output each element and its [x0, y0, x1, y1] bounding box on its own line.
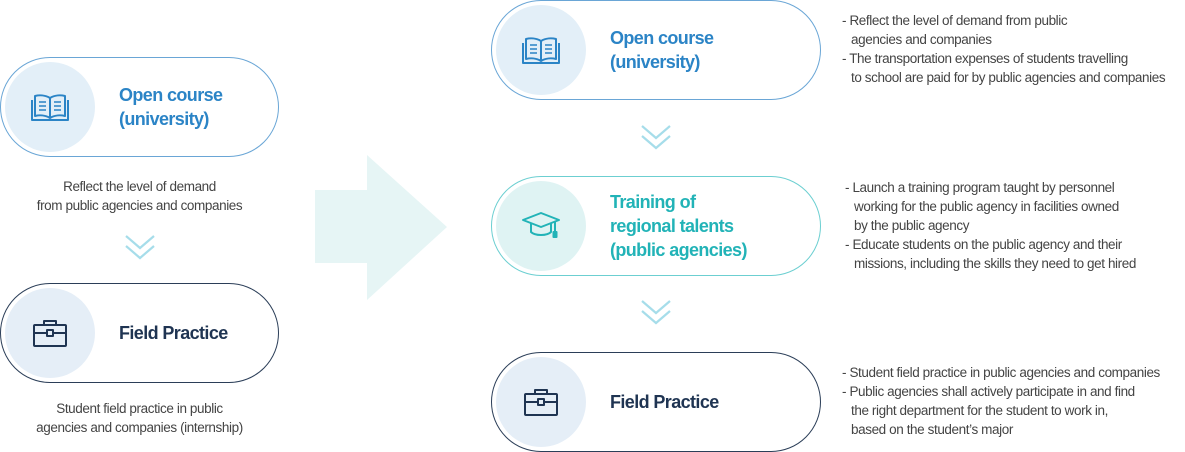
open-book-icon — [31, 94, 69, 121]
right-training-node: Training of regional talents (public age… — [491, 176, 821, 276]
left-open-course-icon-circle — [5, 62, 95, 152]
right-training-points: Launch a training program taught by pers… — [845, 178, 1136, 273]
right-field-practice-point: Student field practice in public agencie… — [842, 363, 1160, 382]
right-open-course-node: Open course (university) — [491, 0, 821, 100]
right-open-course-point: The transportation expenses of students … — [842, 49, 1165, 87]
left-down-chevron-icon — [125, 235, 155, 260]
right-training-point: Educate students on the public agency an… — [845, 235, 1136, 273]
left-field-practice-node: Field Practice — [0, 283, 279, 383]
graduation-cap-icon — [522, 212, 560, 238]
right-training-title: Training of regional talents (public age… — [610, 192, 747, 260]
right-open-course-points: Reflect the level of demand from public … — [842, 11, 1165, 87]
big-right-arrow-icon — [315, 155, 447, 300]
briefcase-icon — [524, 389, 558, 416]
briefcase-icon — [33, 320, 67, 347]
right-down-chevron-icon-1 — [641, 125, 671, 150]
left-open-course-node: Open course (university) — [0, 57, 279, 157]
left-field-practice-title: Field Practice — [119, 323, 228, 343]
left-field-practice-caption: Student field practice in public agencie… — [36, 401, 243, 435]
right-open-course-icon-circle — [496, 5, 586, 95]
right-open-course-point: Reflect the level of demand from public … — [842, 11, 1165, 49]
left-open-course-caption: Reflect the level of demand from public … — [36, 179, 243, 213]
left-open-course-title: Open course (university) — [119, 85, 223, 129]
right-open-course-title: Open course (university) — [610, 28, 714, 72]
right-training-icon-circle — [496, 181, 586, 271]
right-field-practice-node: Field Practice — [491, 352, 821, 452]
right-down-chevron-icon-2 — [641, 300, 671, 325]
right-field-practice-points: Student field practice in public agencie… — [842, 363, 1160, 439]
right-training-point: Launch a training program taught by pers… — [845, 178, 1136, 235]
open-book-icon — [522, 37, 560, 64]
left-field-practice-icon-circle — [5, 288, 95, 378]
right-field-practice-icon-circle — [496, 357, 586, 447]
right-field-practice-point: Public agencies shall actively participa… — [842, 382, 1160, 439]
right-field-practice-title: Field Practice — [610, 392, 719, 412]
